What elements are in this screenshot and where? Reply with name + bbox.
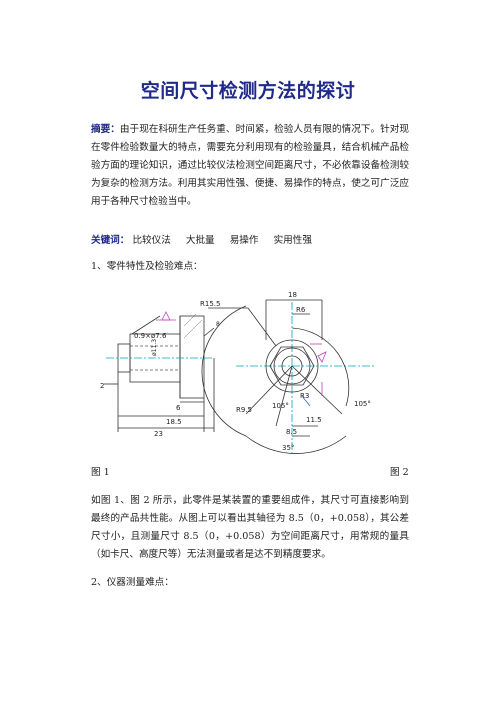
paragraph-2: 如图 1、图 2 所示，此零件是某装置的重要组成件，其尺寸可直接影响到最终的产品… [91, 495, 409, 560]
label-8-5: 8.5 [286, 428, 297, 436]
label-11-5: 11.5 [306, 416, 322, 424]
section-1-heading: 1、零件特性及检验难点： [91, 261, 203, 272]
label-35: 35° [282, 444, 294, 452]
label-r3: R3 [300, 392, 309, 400]
keywords-line: 关键词： 比较仪法 大批量 易操作 实用性强 [91, 232, 409, 250]
caption-figure-2: 图 2 [390, 467, 409, 478]
keyword-4: 实用性强 [273, 235, 312, 246]
label-6: 6 [176, 404, 181, 412]
keyword-1: 比较仪法 [132, 235, 171, 246]
page-title: 空间尺寸检测方法的探讨 [140, 80, 356, 102]
label-2: 2 [100, 382, 104, 390]
label-18: 18 [288, 291, 297, 299]
technical-drawing: 0.9×ø7.6 ø11.3 2 6 18.5 23 8 [100, 291, 376, 454]
abstract-text: 由于现在科研生产任务重、时间紧，检验人员有限的情况下。针对现在零件检验数量大的特… [91, 124, 410, 207]
figure-1-drawing [104, 311, 215, 432]
flange [179, 315, 205, 399]
label-23: 23 [154, 430, 163, 438]
figure-2-drawing [201, 299, 376, 454]
label-r9-5: R9.5 [236, 406, 252, 414]
section-2-heading: 2、仪器测量难点： [91, 577, 174, 588]
label-18-5: 18.5 [166, 418, 182, 426]
label-diameter: ø11.3 [151, 339, 158, 356]
keyword-3: 易操作 [229, 235, 259, 246]
label-chamfer: 0.9×ø7.6 [134, 332, 167, 340]
label-105-b: 105° [354, 400, 371, 408]
caption-figure-1: 图 1 [91, 467, 110, 478]
abstract-label: 摘要： [91, 124, 120, 135]
label-r15-5: R15.5 [200, 300, 220, 308]
abstract-paragraph: 摘要：由于现在科研生产任务重、时间紧，检验人员有限的情况下。针对现在零件检验数量… [91, 121, 409, 211]
label-r6: R6 [296, 306, 306, 314]
label-8: 8 [216, 321, 220, 328]
keyword-2: 大批量 [185, 235, 215, 246]
label-105-a: 105° [272, 402, 289, 410]
keywords-label: 关键词： [91, 235, 130, 246]
